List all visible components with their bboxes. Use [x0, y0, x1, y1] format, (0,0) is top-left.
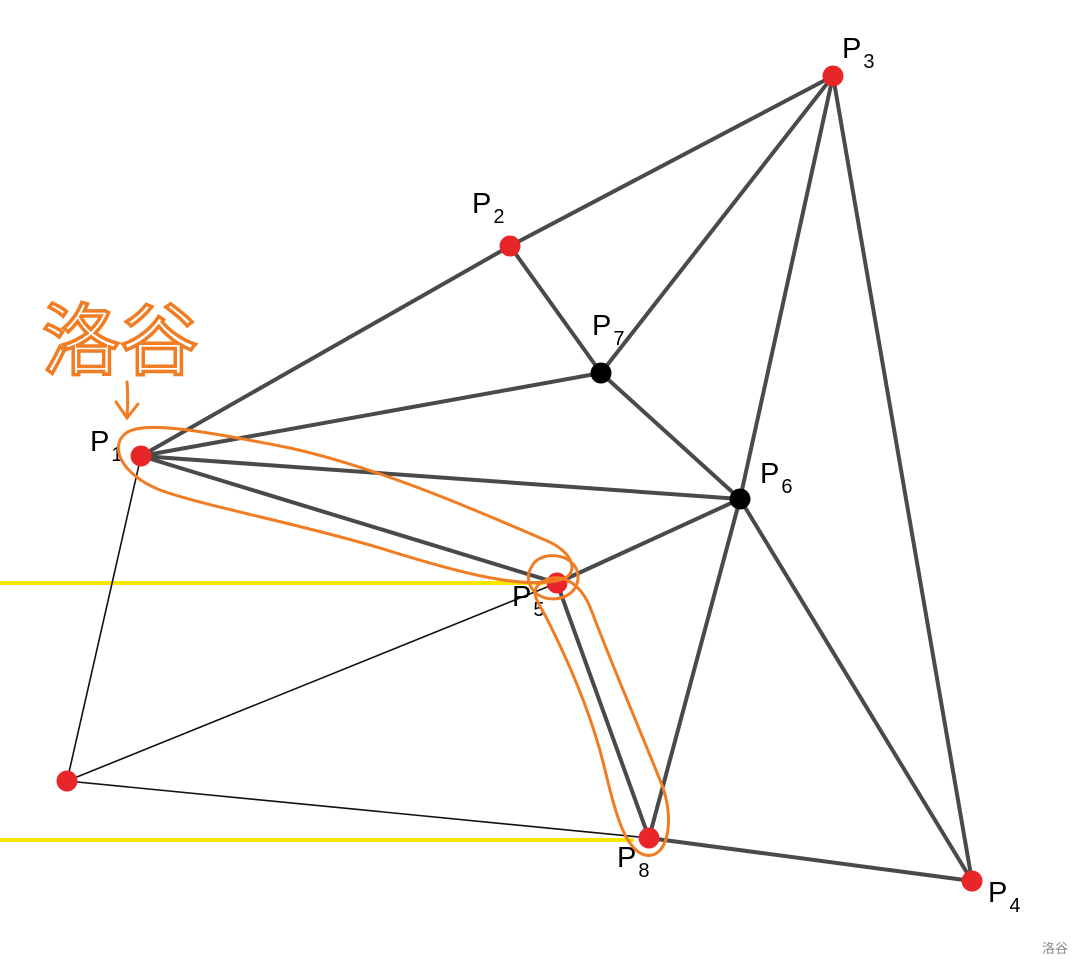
- edge-P5-P6: [555, 497, 742, 585]
- point-p1: [130, 445, 152, 467]
- edge-P5-P8: [555, 581, 651, 840]
- thick-edges: [139, 74, 974, 883]
- edge-P1-P7: [139, 371, 603, 458]
- edge-P2-P3: [508, 74, 835, 248]
- point-p2: [499, 235, 521, 257]
- thin-edges: [66, 455, 650, 839]
- point-p6: [729, 488, 751, 510]
- edge-P1-Q: [66, 455, 142, 782]
- point-p8: [638, 827, 660, 849]
- handwritten-arrow: [114, 380, 140, 421]
- edge-P3-P4: [831, 74, 974, 883]
- edge-P6-P3: [738, 74, 835, 501]
- edge-P7-P3: [599, 74, 835, 375]
- point-p7: [590, 362, 612, 384]
- edge-P1-P6: [139, 454, 742, 501]
- point-q: [56, 770, 78, 792]
- edge-P7-P6: [599, 371, 742, 501]
- points: [56, 65, 983, 892]
- loop-p5-small: [526, 554, 580, 601]
- hand-annotation: 洛谷: [40, 295, 670, 857]
- edge-P8-P4: [647, 836, 974, 883]
- loop-p5-p8: [533, 576, 670, 857]
- edge-P6-P8: [647, 497, 742, 840]
- edge-P6-P4: [738, 497, 974, 883]
- edge-P1-P2: [139, 244, 512, 458]
- edge-P2-P7: [508, 244, 603, 375]
- edge-Q-P5: [66, 582, 558, 782]
- point-p4: [961, 870, 983, 892]
- edge-P1-P5: [139, 454, 559, 585]
- watermark: 洛谷: [1042, 942, 1068, 957]
- handwritten-note: 洛谷: [42, 297, 198, 387]
- loop-p1-p5: [116, 425, 574, 585]
- point-p3: [822, 65, 844, 87]
- highlight-lines: [0, 581, 634, 842]
- edge-Q-P8: [66, 780, 650, 839]
